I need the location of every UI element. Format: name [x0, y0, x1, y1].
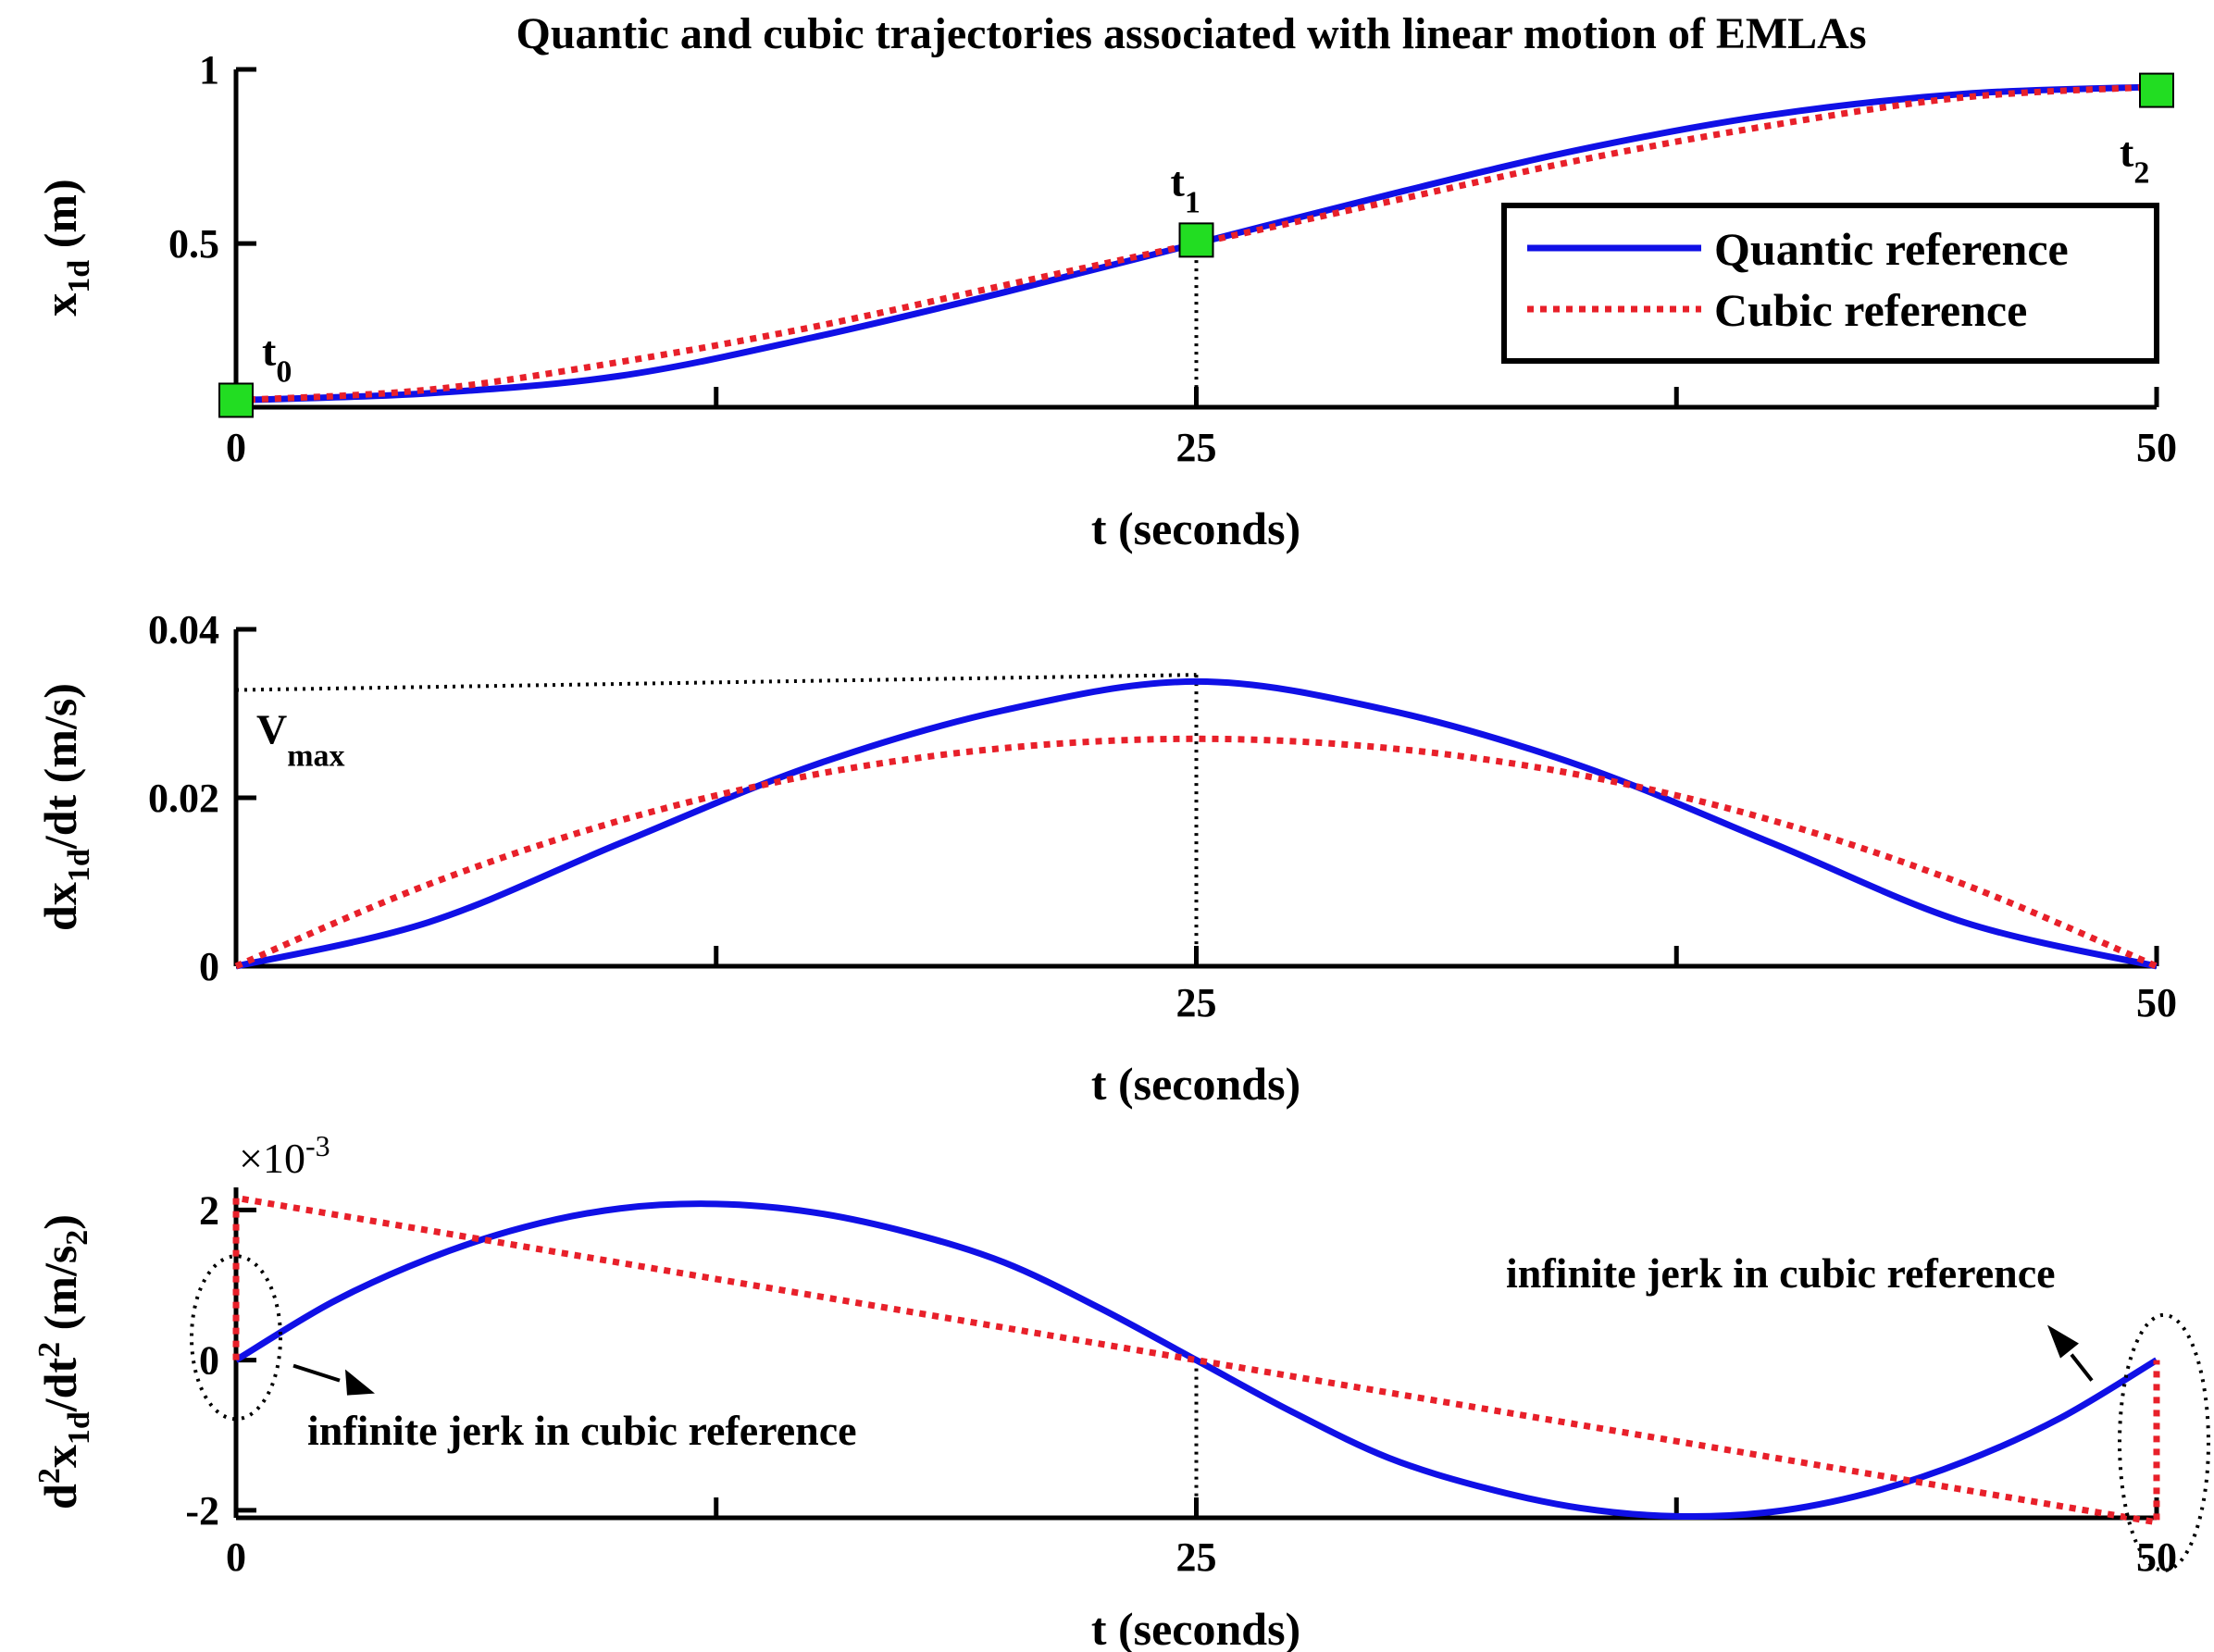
series-line-quantic — [234, 1200, 2158, 1521]
y-tick-label: 1 — [199, 47, 219, 93]
y-axis-label: dx1d/dt (m/s) — [34, 683, 96, 931]
x-tick-label: 50 — [2136, 980, 2177, 1025]
series-line-cubic — [232, 1194, 2160, 1527]
y-tick-label: 0.04 — [148, 607, 219, 652]
legend-cubic-label: Cubic reference — [1714, 284, 2027, 336]
panel-position: 0 25 50 0.5 1 t (seconds) x1d (m) t0 t1 t2 Quanti… — [34, 47, 2177, 554]
x-axis-label: t (seconds) — [1091, 1603, 1300, 1652]
x-tick-label: 25 — [1176, 1534, 1217, 1580]
annotation-jerk-right: infinite jerk in cubic reference — [1506, 1249, 2056, 1297]
x-axis-label: t (seconds) — [1091, 1058, 1300, 1110]
scale-note: ×10-3 — [239, 1129, 330, 1182]
waypoint-marker — [1178, 222, 1214, 258]
panel-velocity-marks: 25 50 0 0.02 0.04 t (seconds) dx1d/dt (m/s) Vma… — [34, 607, 2177, 1110]
y-tick-label: 0 — [199, 1338, 219, 1384]
arrow-left-shaft — [292, 1363, 341, 1383]
ellipse-right — [2118, 1312, 2210, 1572]
legend: Quantic reference Cubic reference — [1501, 203, 2159, 364]
arrow-right-head — [2047, 1324, 2079, 1359]
waypoint-marker — [2139, 72, 2174, 108]
y-tick-label: 2 — [199, 1187, 219, 1233]
annotation-jerk-left: infinite jerk in cubic reference — [307, 1407, 857, 1454]
x-tick-label: 25 — [1176, 980, 1217, 1025]
y-axis-label: d2x1d/dt2 (m/s2) — [32, 1214, 96, 1509]
x-axis-label: t (seconds) — [1091, 503, 1300, 554]
waypoint-label: t0 — [262, 327, 292, 389]
y-tick-label: 0.5 — [168, 221, 219, 267]
legend-quantic-label: Quantic reference — [1714, 223, 2069, 275]
x-tick-label: 0 — [226, 425, 246, 470]
waypoint-label: t1 — [1171, 157, 1200, 219]
x-tick-label: 0 — [226, 1534, 246, 1580]
waypoint-label: t2 — [2120, 129, 2149, 191]
waypoint-marker — [218, 382, 254, 418]
chart-title: Quantic and cubic trajectories associate… — [516, 9, 1866, 58]
y-tick-label: 0 — [199, 944, 219, 989]
panel-position-marks: 0 25 50 0.5 1 t (seconds) x1d (m) t0 t1 t2 — [34, 47, 2177, 554]
x-tick-label: 50 — [2136, 425, 2177, 470]
guide-vmax — [235, 673, 1197, 692]
arrow-left-head — [345, 1369, 375, 1396]
panel-velocity: 25 50 0 0.02 0.04 t (seconds) dx1d/dt (m/s) Vma… — [34, 607, 2177, 1110]
y-tick-label: 0.02 — [148, 776, 219, 821]
arrow-right-shaft — [2070, 1353, 2094, 1382]
series-line-quantic — [235, 677, 2158, 970]
legend-box — [1501, 203, 2159, 364]
series-line-cubic — [234, 735, 2158, 970]
annotation-vmax: Vmax — [256, 706, 345, 774]
y-axis-label: x1d (m) — [34, 179, 96, 316]
ellipse-left — [190, 1254, 282, 1422]
y-tick-label: -2 — [185, 1488, 219, 1534]
x-tick-label: 25 — [1176, 425, 1217, 470]
